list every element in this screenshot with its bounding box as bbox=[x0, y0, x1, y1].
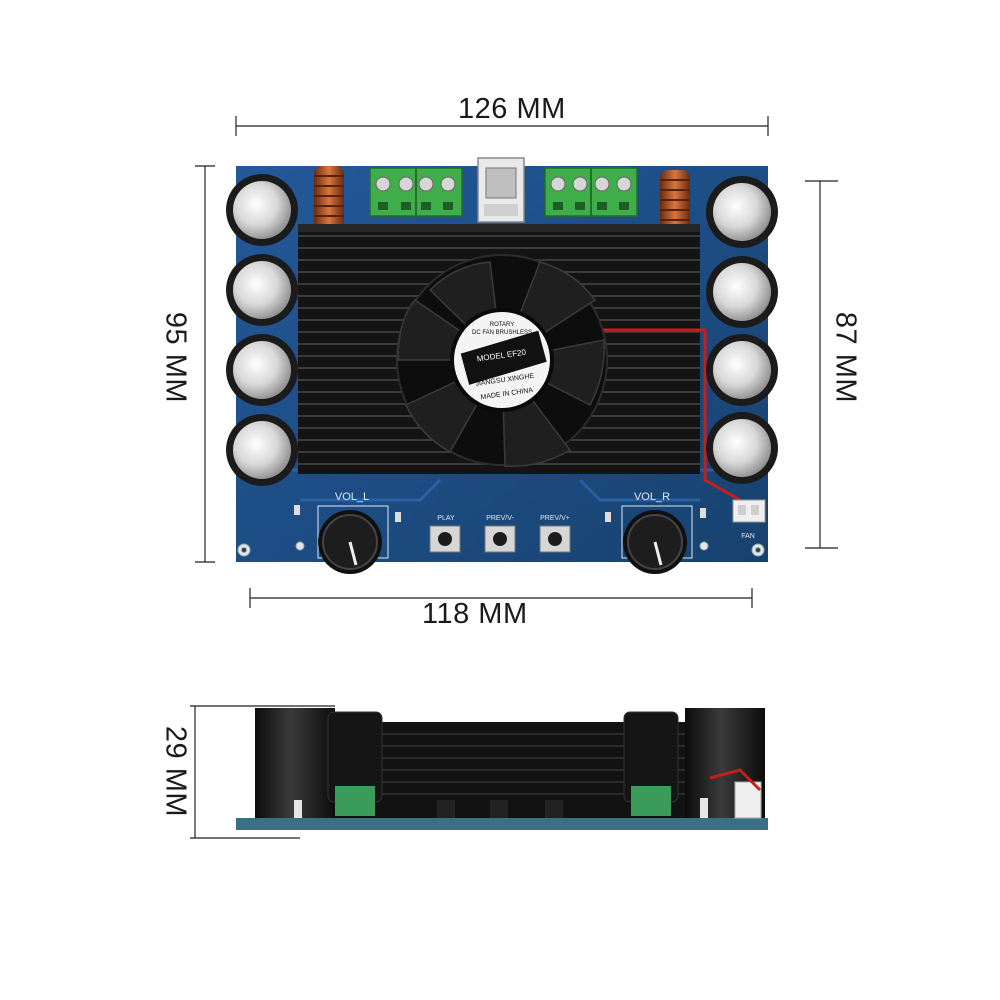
fan-connector bbox=[732, 499, 766, 523]
left-height-label: 95 MM bbox=[159, 311, 192, 404]
cooling-fan: ROTARY DC FAN BRUSHLESS MODEL EF20 JIANG… bbox=[396, 254, 608, 467]
smd-components bbox=[294, 505, 706, 522]
inductor-coil-left bbox=[314, 166, 344, 232]
fan-label-line2: DC FAN BRUSHLESS bbox=[472, 330, 532, 336]
prev-minus-label: PREV/V- bbox=[486, 515, 514, 522]
vol-l-label: VOL_L bbox=[335, 491, 369, 503]
side-height-label: 29 MM bbox=[159, 725, 192, 818]
dimension-lines bbox=[190, 116, 838, 839]
top-width-label: 126 MM bbox=[458, 93, 566, 125]
volume-knob-left bbox=[317, 505, 389, 574]
side-view bbox=[236, 708, 768, 830]
volume-knob-right bbox=[621, 505, 693, 574]
terminal-block-right bbox=[544, 167, 638, 217]
capacitors-right bbox=[706, 176, 778, 484]
terminal-block-left bbox=[369, 167, 463, 217]
vol-r-label: VOL_R bbox=[634, 491, 670, 503]
fan-wire bbox=[590, 328, 741, 502]
fan-connector-label: FAN bbox=[741, 533, 755, 540]
play-label: PLAY bbox=[437, 515, 455, 522]
prev-plus-label: PREV/V+ bbox=[540, 515, 570, 522]
bottom-width-label: 118 MM bbox=[422, 598, 528, 630]
push-buttons bbox=[429, 525, 571, 553]
inductor-coil-right bbox=[660, 170, 690, 236]
capacitors-left bbox=[226, 174, 298, 486]
right-height-label: 87 MM bbox=[829, 311, 862, 404]
dc-power-jack bbox=[477, 157, 525, 223]
fan-label-line1: ROTARY bbox=[490, 322, 514, 328]
mounting-holes bbox=[237, 541, 765, 557]
